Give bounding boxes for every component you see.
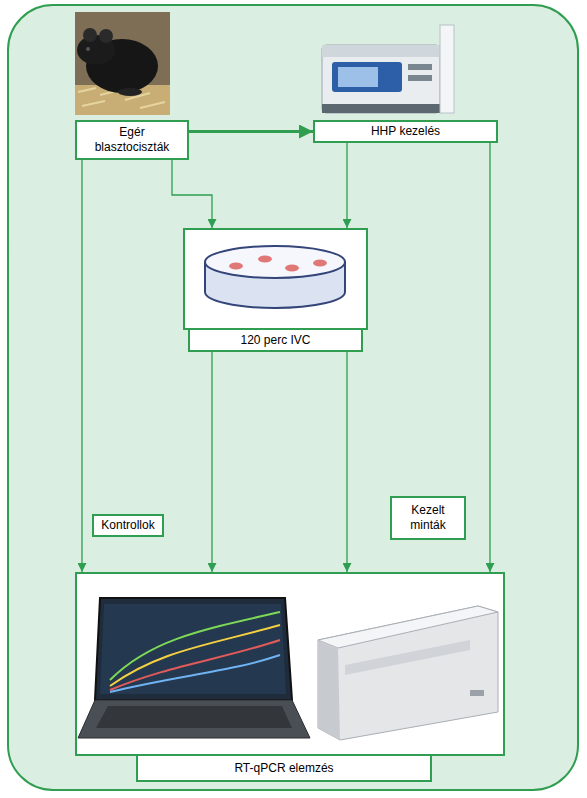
laptop xyxy=(78,598,310,738)
process-box: HHP kezelés xyxy=(313,120,498,143)
flow-arrow xyxy=(172,160,212,228)
box-label: Kezelt minták xyxy=(396,503,460,533)
box-label: Kontrollok xyxy=(101,518,154,533)
group-label-box: Kezelt minták xyxy=(390,496,466,540)
caption-box: 120 perc IVC xyxy=(188,328,363,352)
qpcr-frame-fill xyxy=(75,572,505,756)
illustration-frame xyxy=(75,572,505,756)
flow-arrow xyxy=(189,130,313,133)
hhp-device xyxy=(322,25,454,113)
outer-panel xyxy=(8,5,578,790)
flow-arrow xyxy=(489,143,490,572)
analysis-step: RT-qPCR elemzés xyxy=(75,572,505,782)
box-label: RT-qPCR elemzés xyxy=(234,761,333,776)
petri-frame-fill xyxy=(183,228,368,330)
flow-arrow xyxy=(346,143,347,228)
box-label: Egér blasztociszták xyxy=(81,125,183,155)
mouse-photo xyxy=(75,12,170,115)
caption-box: RT-qPCR elemzés xyxy=(136,754,432,782)
box-label: 120 perc IVC xyxy=(240,333,310,348)
box-label: HHP kezelés xyxy=(371,124,440,139)
flow-arrow xyxy=(346,352,347,572)
flow-arrow xyxy=(81,160,82,572)
petri-dish xyxy=(205,246,345,308)
source-box: Egér blasztociszták xyxy=(75,120,189,160)
culture-step: 120 perc IVC xyxy=(183,228,368,352)
group-label-box: Kontrollok xyxy=(92,514,164,537)
illustration-frame xyxy=(183,228,368,330)
flow-arrow xyxy=(211,352,212,572)
qpcr-machine xyxy=(318,606,498,740)
